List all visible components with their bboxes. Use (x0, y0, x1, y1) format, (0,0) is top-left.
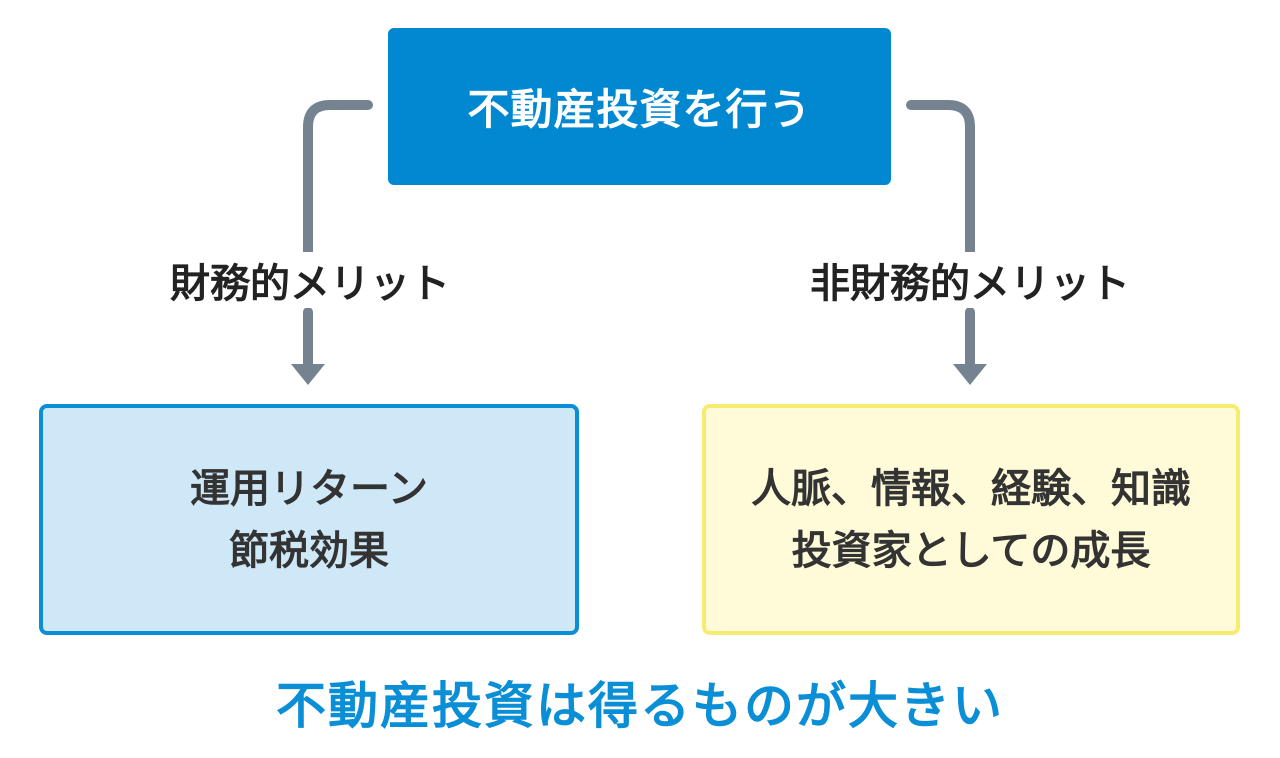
left-arrowhead (291, 364, 325, 385)
left-result-line-2: 節税効果 (229, 527, 389, 574)
conclusion-text: 不動産投資は得るものが大きい (276, 677, 1004, 735)
left-result-box: 運用リターン 節税効果 (39, 404, 579, 635)
left-branch-label: 財務的メリット (150, 252, 470, 308)
right-arrowhead (953, 364, 987, 385)
right-connector (906, 100, 975, 257)
top-box: 不動産投資を行う (388, 28, 891, 185)
right-result-line-1: 人脈、情報、経験、知識 (751, 465, 1191, 512)
right-result-box: 人脈、情報、経験、知識 投資家としての成長 (702, 404, 1240, 635)
right-branch-label: 非財務的メリット (790, 252, 1150, 308)
top-box-title: 不動産投資を行う (467, 85, 812, 134)
left-connector (303, 100, 373, 257)
right-result-line-2: 投資家としての成長 (791, 527, 1151, 574)
left-result-line-1: 運用リターン (190, 465, 428, 512)
